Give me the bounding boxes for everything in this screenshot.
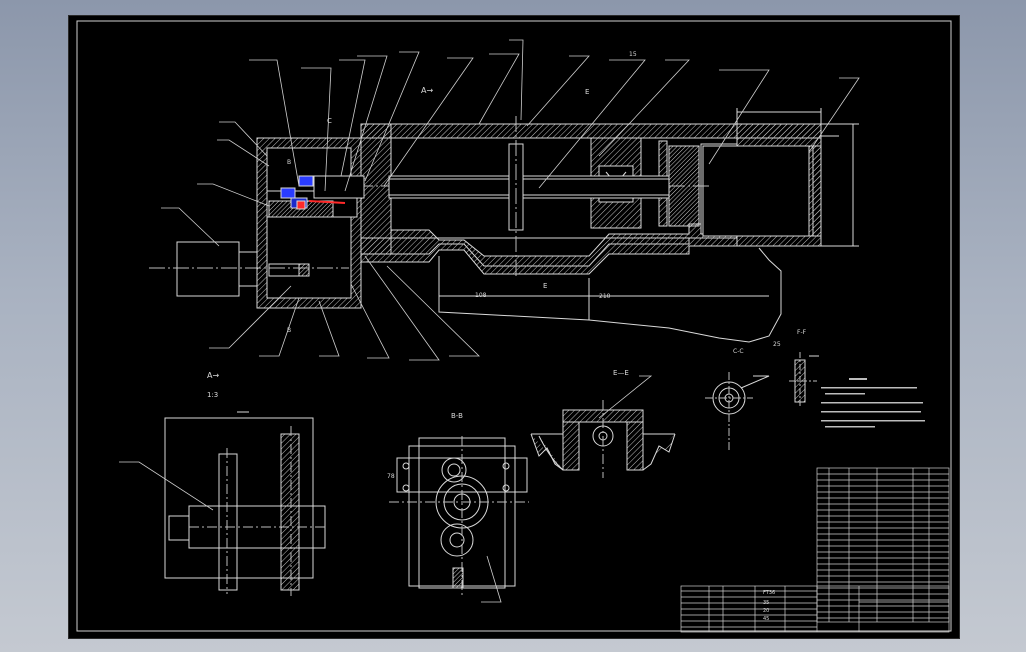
section-bb-view <box>389 436 529 603</box>
section-cc-title: C-C <box>733 348 744 355</box>
title-block <box>680 585 950 633</box>
dimension-210: 210 <box>599 293 611 300</box>
detail-a-title: A→ <box>207 371 219 380</box>
title-block-values: FT36 35 20 45 <box>763 590 775 622</box>
main-view-labels: A→ C E E B B 15 108 210 <box>287 51 637 334</box>
detail-arrow-a: A→ <box>421 86 433 95</box>
leader-lines <box>161 39 860 361</box>
parts-list-table <box>816 467 950 623</box>
dimension-108: 108 <box>475 292 487 299</box>
cad-drawing-viewport[interactable]: A→ C E E B B 15 108 210 A→ 1:3 B-B <box>68 15 960 639</box>
section-cc-view <box>705 372 770 452</box>
section-ee-view <box>530 375 676 478</box>
section-bb-title: B-B <box>451 412 463 420</box>
section-mark-e-top: E <box>585 88 589 96</box>
dimension-78: 78 <box>387 473 395 480</box>
section-ee-title: E—E <box>613 369 629 377</box>
title-block-code: FT36 <box>763 590 775 596</box>
section-ff-view <box>789 352 819 408</box>
section-ff-title: F-F <box>797 329 807 336</box>
section-mark-c: C <box>327 117 332 125</box>
detail-a-view <box>119 411 326 596</box>
technical-notes <box>821 378 925 428</box>
drawing-border <box>76 20 952 632</box>
title-block-qty-1: 35 <box>763 600 769 606</box>
title-block-qty-3: 45 <box>763 616 769 622</box>
highlight-blue <box>280 187 296 199</box>
main-assembly-view <box>149 108 859 343</box>
dimension-25: 25 <box>773 341 781 348</box>
dimension-15: 15 <box>629 51 637 58</box>
title-block-qty-2: 20 <box>763 608 769 614</box>
section-mark-e-bottom: E <box>543 282 547 290</box>
section-mark-b-top: B <box>287 159 291 166</box>
detail-a-scale: 1:3 <box>207 391 218 399</box>
section-mark-b-bottom: B <box>287 327 291 334</box>
cad-drawing: A→ C E E B B 15 108 210 A→ 1:3 B-B <box>76 20 952 633</box>
